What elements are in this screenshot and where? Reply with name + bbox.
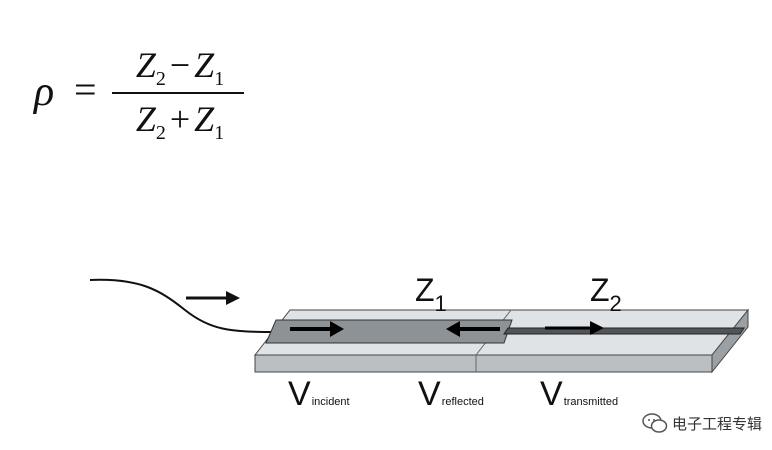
numerator-z2: Z (135, 45, 156, 85)
rho-symbol: ρ (34, 69, 55, 115)
denominator-z2: Z (135, 99, 156, 139)
reflected-arrow (446, 321, 500, 337)
denominator-z1: Z (194, 99, 215, 139)
v-incident-label: Vincident (288, 375, 350, 413)
numerator-z1-sub: 1 (214, 68, 225, 90)
wechat-icon (642, 413, 668, 433)
incident-arrow (290, 321, 344, 337)
v-transmitted-label: Vtransmitted (540, 375, 619, 413)
z2-label: Z2 (590, 272, 622, 316)
equals-sign: = (74, 67, 97, 112)
v-reflected-label: Vreflected (418, 375, 484, 413)
z1-label: Z1 (415, 272, 447, 316)
fraction-bar (112, 92, 244, 94)
watermark-text: 电子工程专辑 (671, 414, 762, 433)
transmitted-arrow (545, 321, 604, 335)
minus-sign: − (169, 45, 191, 85)
numerator-z1: Z (194, 45, 215, 85)
formula-numerator: Z2−Z1 (112, 44, 248, 91)
denominator-z2-sub: 2 (155, 122, 166, 144)
plus-sign: + (169, 99, 191, 139)
transmission-line-diagram: Z1 Z2 Vincident Vreflected Vtransmitted (0, 250, 772, 450)
reflection-coefficient-formula: ρ = Z2−Z1 Z2+Z1 (30, 40, 244, 150)
board-front-side (254, 354, 713, 373)
diagram-graphic (89, 278, 750, 374)
watermark: 电子工程专辑 (637, 410, 766, 436)
z1-trace (265, 319, 513, 344)
incoming-signal-curve (89, 278, 276, 333)
denominator-z1-sub: 1 (214, 122, 225, 144)
board-right-side (711, 308, 749, 374)
incoming-arrow (186, 291, 240, 305)
z2-trace (503, 327, 745, 335)
formula-denominator: Z2+Z1 (112, 98, 248, 145)
numerator-z2-sub: 2 (155, 68, 166, 90)
